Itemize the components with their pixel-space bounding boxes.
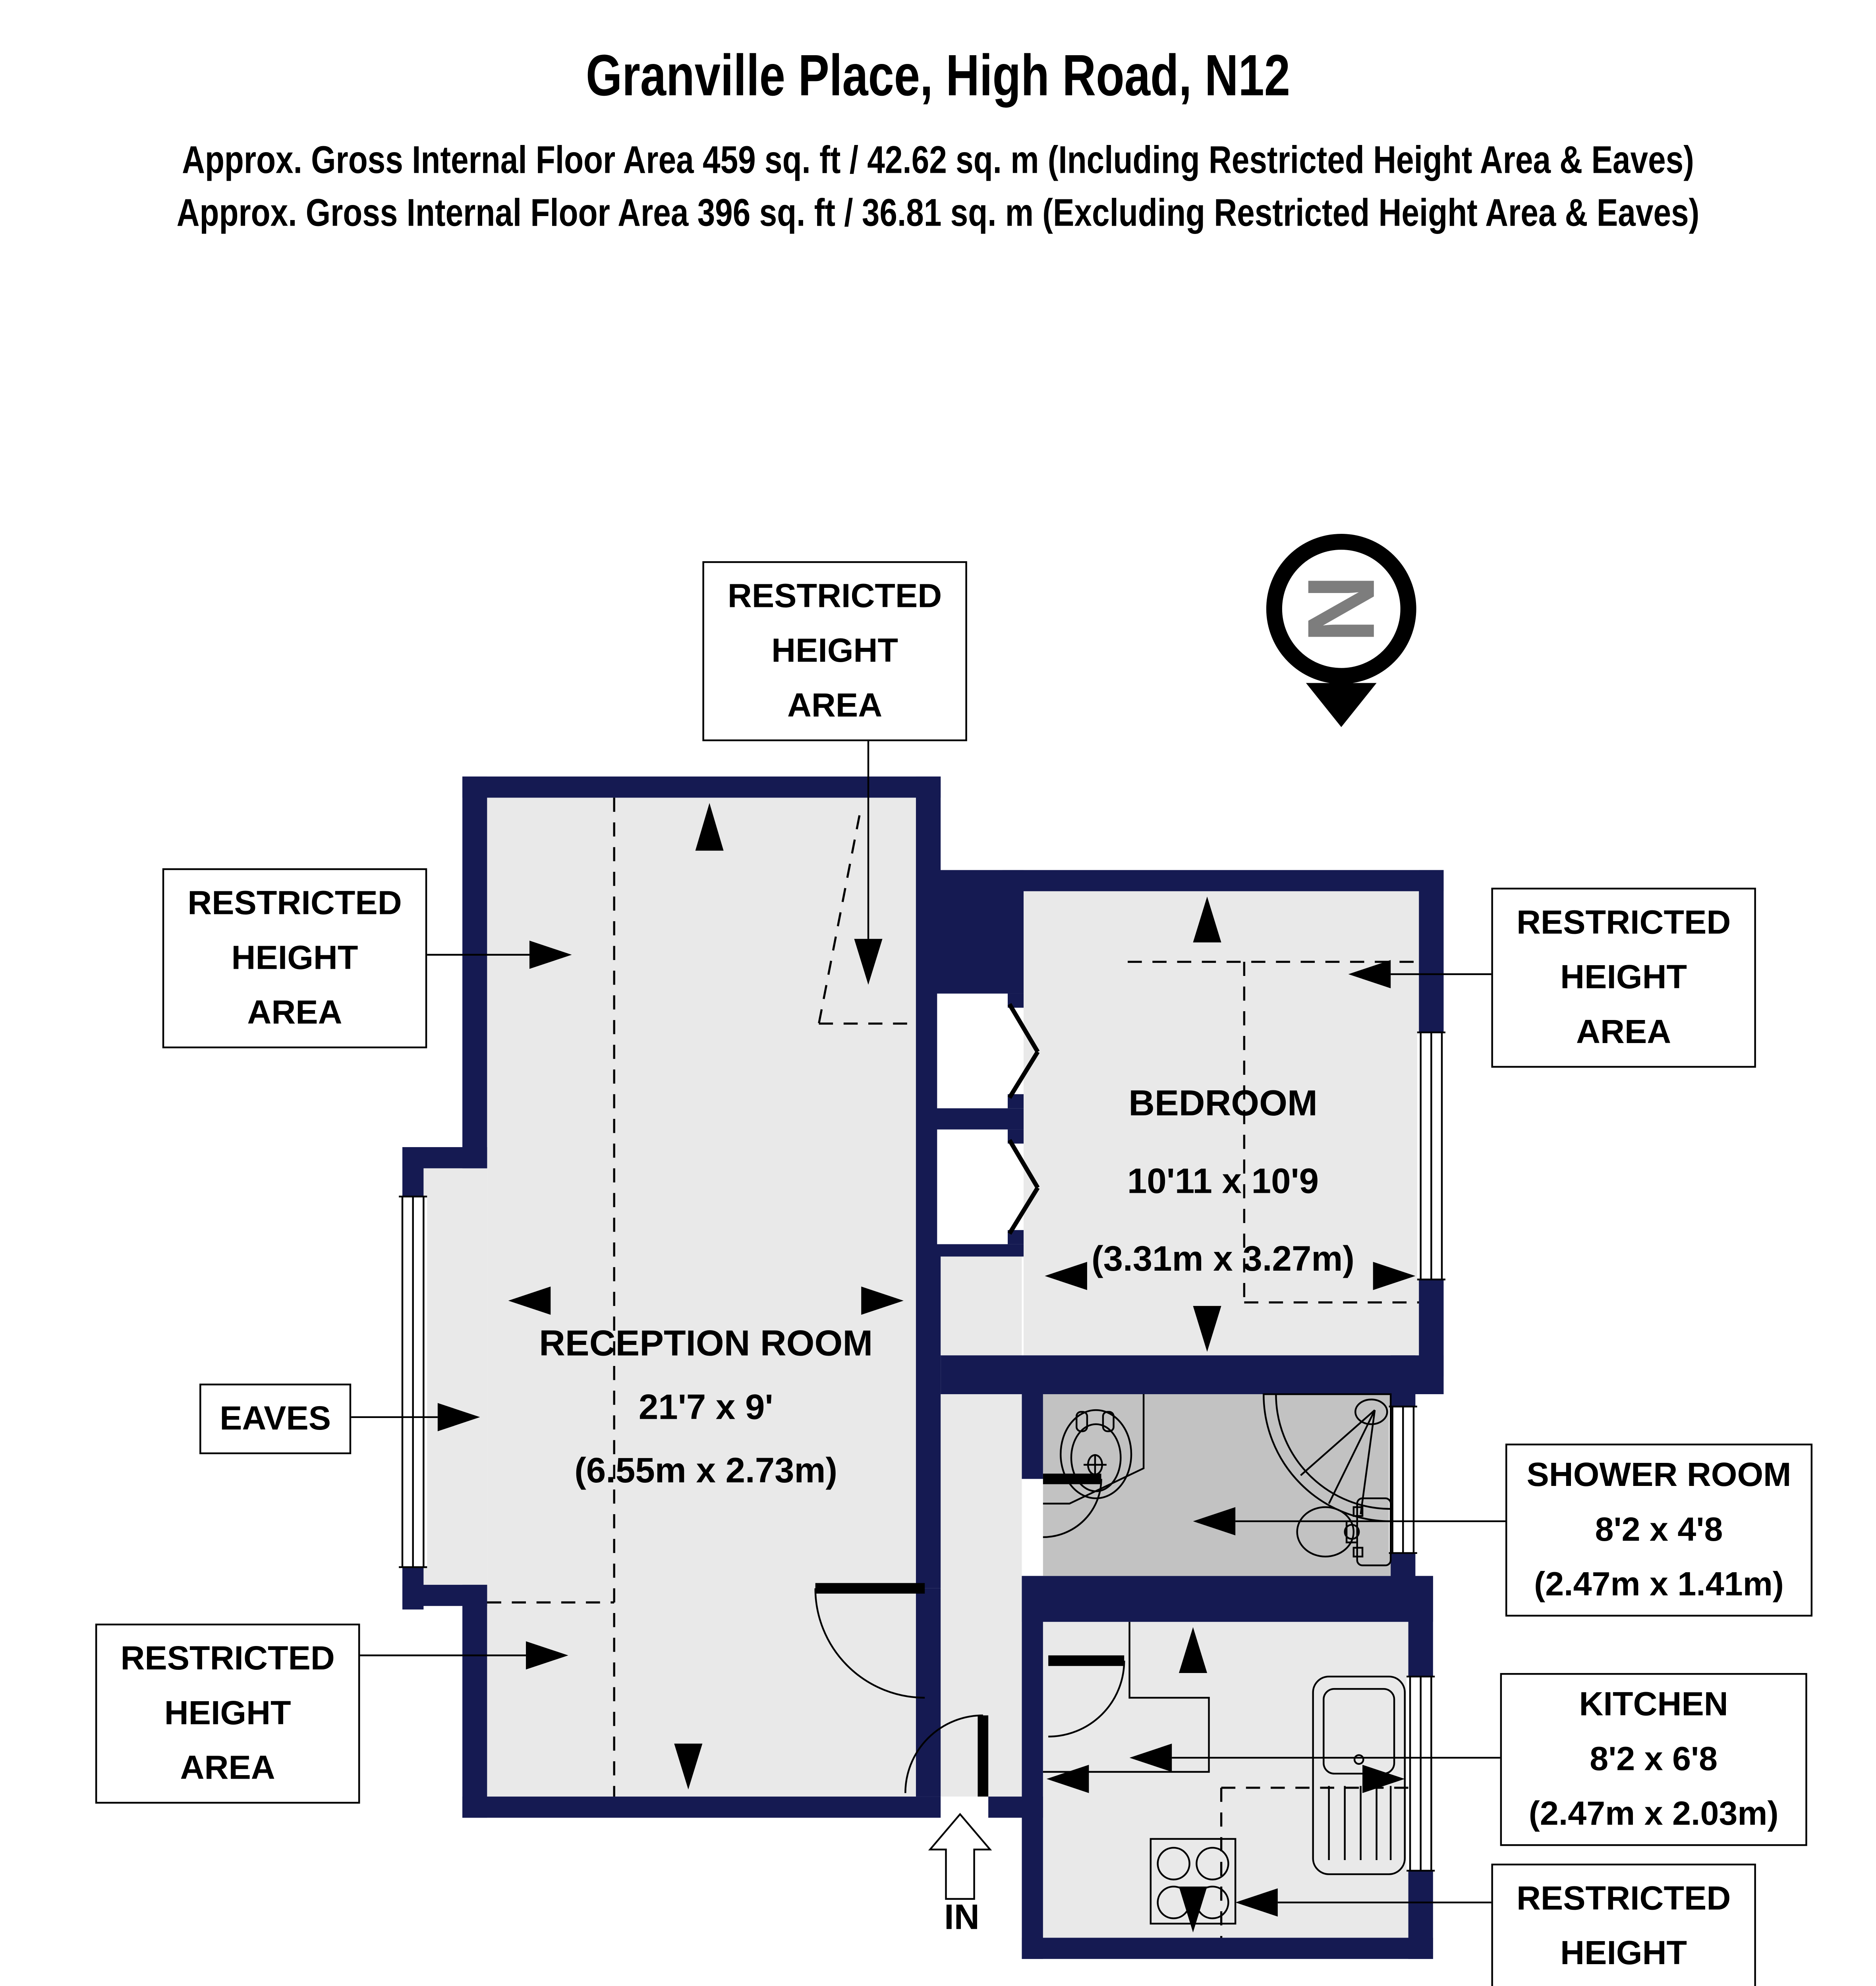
dimension-arrows bbox=[508, 803, 1416, 1933]
kitchen-window bbox=[1407, 1675, 1435, 1872]
closet-door-icon bbox=[1007, 1139, 1040, 1235]
eaves-floor bbox=[423, 1165, 487, 1585]
arrow-left-icon bbox=[1129, 1743, 1172, 1772]
floor-area-excluding: Approx. Gross Internal Floor Area 396 sq… bbox=[176, 190, 1700, 235]
arrow-right-icon bbox=[529, 941, 572, 969]
closet-door-icon bbox=[1007, 1003, 1040, 1099]
restricted-height-label-right-upper: RESTRICTED HEIGHT AREA bbox=[1491, 887, 1756, 1068]
bedroom-label: BEDROOM 10'11 x 10'9 (3.31m x 3.27m) bbox=[1092, 1084, 1355, 1280]
arrow-up-icon bbox=[1193, 896, 1221, 943]
arrow-left-icon bbox=[1235, 1888, 1278, 1917]
bedroom-closets bbox=[937, 993, 1040, 1244]
windows bbox=[399, 1031, 1445, 1872]
arrow-left-icon bbox=[1193, 1507, 1236, 1536]
shower-tray-icon bbox=[1263, 1393, 1392, 1522]
bedroom-window bbox=[1417, 1031, 1445, 1281]
reception-floor bbox=[487, 798, 916, 1797]
arrow-left-icon bbox=[1348, 960, 1391, 989]
arrow-down-icon bbox=[1179, 1886, 1208, 1933]
arrow-right-icon bbox=[1373, 1262, 1416, 1290]
north-pointer bbox=[1306, 683, 1377, 727]
restricted-height-label-left: RESTRICTED HEIGHT AREA bbox=[162, 868, 427, 1049]
kitchen-door-icon bbox=[1048, 1655, 1125, 1738]
arrow-down-icon bbox=[854, 939, 883, 985]
arrow-up-icon bbox=[1179, 1627, 1208, 1673]
arrow-down-icon bbox=[674, 1743, 703, 1790]
kitchen-label: KITCHEN 8'2 x 6'8 (2.47m x 2.03m) bbox=[1500, 1673, 1807, 1846]
shower-room-label: SHOWER ROOM 8'2 x 4'8 (2.47m x 1.41m) bbox=[1505, 1443, 1813, 1617]
reception-room-label: RECEPTION ROOM 21'7 x 9' (6.55m x 2.73m) bbox=[539, 1323, 873, 1491]
arrow-right-icon bbox=[526, 1641, 568, 1670]
kitchen-sink-icon bbox=[1312, 1675, 1406, 1875]
restricted-height-label-top: RESTRICTED HEIGHT AREA bbox=[702, 561, 967, 742]
entry-in-label: IN bbox=[944, 1899, 980, 1938]
hallway-floor bbox=[941, 1244, 1022, 1797]
basin-icon bbox=[1043, 1394, 1145, 1505]
north-letter: N bbox=[1288, 574, 1395, 643]
arrow-left-icon bbox=[1045, 1262, 1087, 1290]
reception-window bbox=[399, 1196, 427, 1568]
north-compass-icon: N bbox=[1266, 534, 1416, 727]
arrow-right-icon bbox=[1362, 1765, 1405, 1793]
page-title: Granville Place, High Road, N12 bbox=[585, 42, 1291, 108]
arrow-left-icon bbox=[508, 1287, 551, 1315]
arrow-left-icon bbox=[1046, 1765, 1089, 1793]
arrow-right-icon bbox=[861, 1287, 904, 1315]
entry-door-icon bbox=[904, 1714, 989, 1797]
room-floors bbox=[423, 798, 1423, 1938]
kitchen-counter bbox=[1043, 1622, 1210, 1773]
shower-window bbox=[1389, 1405, 1417, 1554]
floor-area-including: Approx. Gross Internal Floor Area 459 sq… bbox=[182, 137, 1694, 182]
kitchen-floor bbox=[1043, 1622, 1408, 1938]
callout-connectors bbox=[348, 738, 1505, 1917]
entry-arrow-icon bbox=[928, 1813, 992, 1900]
restricted-height-boundaries bbox=[487, 798, 1419, 1938]
arrow-right-icon bbox=[437, 1403, 480, 1432]
restricted-height-label-right-lower: RESTRICTED HEIGHT AREA bbox=[1491, 1863, 1756, 1986]
eaves-label: EAVES bbox=[199, 1383, 352, 1455]
arrow-up-icon bbox=[695, 803, 724, 851]
bedroom-floor bbox=[1023, 891, 1423, 1356]
reception-door-icon bbox=[814, 1583, 925, 1699]
arrow-down-icon bbox=[1193, 1306, 1221, 1352]
restricted-height-label-left-lower: RESTRICTED HEIGHT AREA bbox=[95, 1623, 360, 1804]
